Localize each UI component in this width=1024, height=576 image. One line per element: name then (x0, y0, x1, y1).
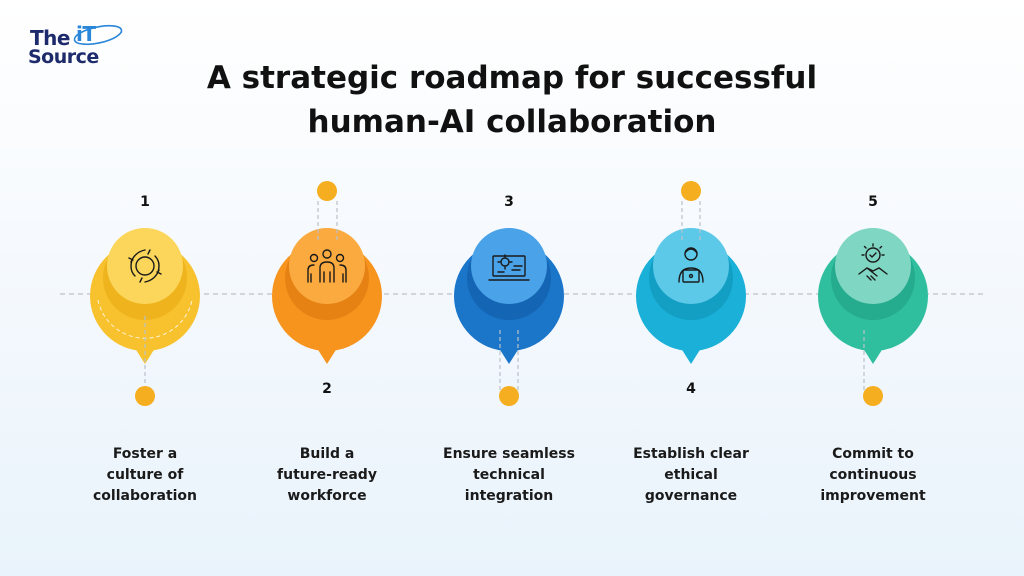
logo-swoosh-icon (73, 24, 123, 46)
step-4-pointer (679, 345, 703, 364)
the-it-source-logo: The iT Source (26, 22, 126, 72)
step-1-inner-circle (107, 228, 183, 304)
team-people-icon (307, 249, 347, 283)
step-2-inner-circle (289, 228, 365, 304)
step-3-vertical-connector (499, 330, 519, 390)
title-line-1: A strategic roadmap for successful (206, 60, 818, 96)
step-2-label: Build a future-ready workforce (242, 444, 412, 507)
step-3-number: 3 (504, 194, 514, 210)
person-laptop-icon (678, 247, 704, 283)
step-5-inner-circle (835, 228, 911, 304)
step-3-label-line: integration (464, 488, 554, 504)
step-1-number: 1 (140, 194, 150, 210)
step-3-label-line: Ensure seamless (443, 446, 575, 462)
logo-text-the: The (30, 26, 70, 50)
step-2-pointer (315, 345, 339, 364)
logo-text-it: iT (76, 22, 96, 46)
step-5-label: Commit to continuous improvement (788, 444, 958, 507)
step-2-node (272, 181, 382, 364)
step-3-label-line: technical (473, 467, 545, 483)
step-1-label: Foster a culture of collaboration (60, 444, 230, 507)
step-3-label: Ensure seamless technical integration (424, 444, 594, 507)
step-2-label-line: future-ready (277, 467, 377, 483)
step-1-node (90, 228, 200, 406)
step-2-label-line: workforce (287, 488, 367, 504)
step-4-dot (681, 181, 701, 201)
step-4-inner-circle (653, 228, 729, 304)
step-1-label-line: culture of (106, 467, 184, 483)
step-3-dot (499, 386, 519, 406)
step-4-label-line: ethical (664, 467, 718, 483)
step-5-label-line: continuous (829, 467, 917, 483)
step-4-label: Establish clear ethical governance (606, 444, 776, 507)
title-line-2: human-AI collaboration (307, 104, 717, 140)
step-5-pointer (861, 345, 885, 364)
step-3-pointer (497, 345, 521, 364)
step-2-dot (317, 181, 337, 201)
step-2-number: 2 (322, 381, 332, 397)
page-title: A strategic roadmap for successful human… (0, 56, 1024, 144)
step-1-label-line: Foster a (112, 446, 178, 462)
step-2-label-line: Build a (299, 446, 355, 462)
step-3-node (454, 228, 564, 406)
step-5-label-line: improvement (820, 488, 926, 504)
step-4-label-line: Establish clear (633, 446, 749, 462)
step-5-label-line: Commit to (832, 446, 914, 462)
step-3-inner-circle (471, 228, 547, 304)
handshake-circle-icon (128, 249, 162, 283)
handshake-badge-icon (858, 243, 888, 281)
step-1-dot (135, 386, 155, 406)
laptop-gear-icon (488, 254, 530, 281)
step-5-dot (863, 386, 883, 406)
step-5-number: 5 (868, 194, 878, 210)
step-4-node (636, 181, 746, 364)
step-4-label-line: governance (644, 488, 738, 504)
step-5-node (818, 228, 928, 406)
step-4-number: 4 (686, 381, 696, 397)
logo-text-source: Source (28, 46, 99, 68)
step-1-label-line: collaboration (92, 488, 198, 504)
